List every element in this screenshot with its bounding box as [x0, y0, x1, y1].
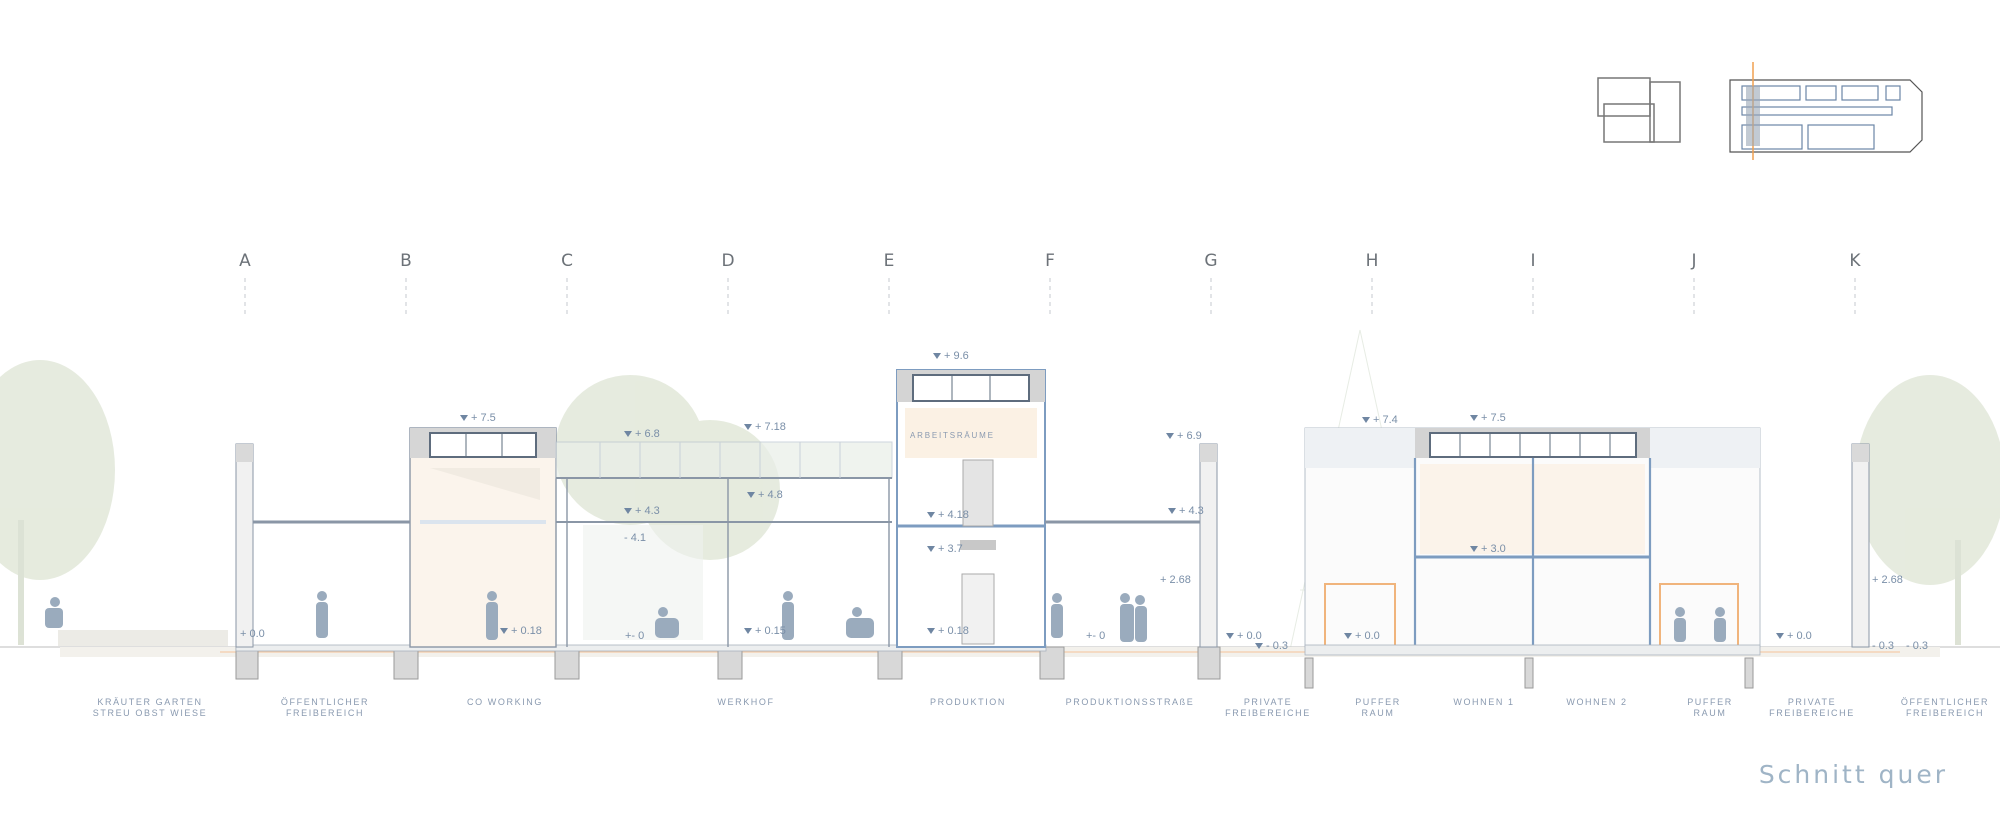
elevation-marker: + 3.7	[927, 543, 963, 555]
elevation-marker: + 4.8	[747, 489, 783, 501]
garden-bed	[58, 630, 228, 646]
elevation-marker: + 0.0	[1776, 630, 1812, 642]
axis-lines	[244, 278, 1856, 318]
key-plan-small	[1597, 77, 1681, 143]
elevation-marker: +- 0	[625, 630, 645, 642]
production-building	[896, 369, 1046, 648]
axis-label-h: H	[1365, 251, 1379, 271]
axis-label-b: B	[400, 251, 412, 271]
axis-label-e: E	[883, 251, 895, 271]
zone-label-private-freibereiche: PRIVATE FREIBEREICHE	[1769, 697, 1855, 718]
elevation-marker: + 0.15	[744, 625, 786, 637]
housing-building	[1304, 427, 1761, 656]
elevation-marker: + 0.18	[500, 625, 542, 637]
wall-g	[1199, 443, 1218, 648]
elevation-marker: + 7.5	[460, 412, 496, 424]
elevation-marker: + 7.5	[1470, 412, 1506, 424]
zone-label-puffer-raum: PUFFER RAUM	[1687, 697, 1733, 718]
elevation-marker: - 0.3	[1906, 640, 1929, 652]
key-plan-site	[1729, 62, 1923, 160]
axis-label-g: G	[1204, 251, 1218, 271]
elevation-marker: + 0.0	[1344, 630, 1380, 642]
axis-label-d: D	[721, 251, 735, 271]
elevation-marker: +- 0	[1086, 630, 1106, 642]
elevation-marker: + 4.3	[624, 505, 660, 517]
coworking-building	[409, 427, 557, 648]
elevation-marker: + 6.9	[1166, 430, 1202, 442]
axis-label-j: J	[1691, 251, 1697, 271]
zone-label-werkhof: WERKHOF	[717, 697, 775, 707]
axis-label-c: C	[561, 251, 573, 271]
axis-label-f: F	[1045, 251, 1055, 271]
elevation-marker: + 0.0	[240, 628, 265, 640]
wall-a	[235, 443, 254, 648]
drawing-title: Schnitt quer	[1758, 760, 1948, 789]
elevation-marker: + 0.18	[927, 625, 969, 637]
wall-k	[1851, 443, 1870, 648]
room-tag-arbeitsraeume: ARBEITSRÄUME	[910, 431, 995, 440]
zone-label-wohnen-1: WOHNEN 1	[1453, 697, 1515, 707]
axis-label-i: I	[1530, 251, 1536, 271]
zone-label-oeffentlicher-freibereich: ÖFFENTLICHER FREIBEREICH	[280, 697, 370, 718]
elevation-marker: + 9.6	[933, 350, 969, 362]
elevation-marker: + 4.3	[1168, 505, 1204, 517]
zone-label-private-freibereiche: PRIVATE FREIBEREICHE	[1225, 697, 1311, 718]
zone-label-wohnen-2: WOHNEN 2	[1566, 697, 1628, 707]
elevation-marker: + 2.68	[1872, 574, 1903, 586]
axis-label-k: K	[1849, 251, 1861, 271]
elevation-marker: + 3.0	[1470, 543, 1506, 555]
zone-label-oeffentlicher-freibereich: ÖFFENTLICHER FREIBEREICH	[1900, 697, 1990, 718]
elevation-marker: + 0.0	[1226, 630, 1262, 642]
zone-label-puffer-raum: PUFFER RAUM	[1355, 697, 1401, 718]
zone-label-co-working: CO WORKING	[467, 697, 543, 707]
werkhof-roof	[555, 441, 893, 647]
axis-label-a: A	[239, 251, 251, 271]
elevation-marker: - 0.3	[1872, 640, 1895, 652]
elevation-marker: - 0.3	[1255, 640, 1288, 652]
zone-label-produktion: PRODUKTION	[929, 697, 1007, 707]
elevation-marker: + 7.18	[744, 421, 786, 433]
elevation-marker: + 7.4	[1362, 414, 1398, 426]
elevation-marker: - 4.1	[624, 532, 647, 544]
people	[45, 591, 1726, 642]
elevation-marker: + 2.68	[1160, 574, 1191, 586]
foundations	[235, 646, 1754, 689]
elevation-marker: + 4.18	[927, 509, 969, 521]
zone-label-kraeuter-garten: KRÄUTER GARTEN STREU OBST WIESE	[92, 697, 208, 718]
zone-label-produktionsstrasse: PRODUKTIONSSTRAßE	[1065, 697, 1195, 707]
elevation-marker: + 6.8	[624, 428, 660, 440]
